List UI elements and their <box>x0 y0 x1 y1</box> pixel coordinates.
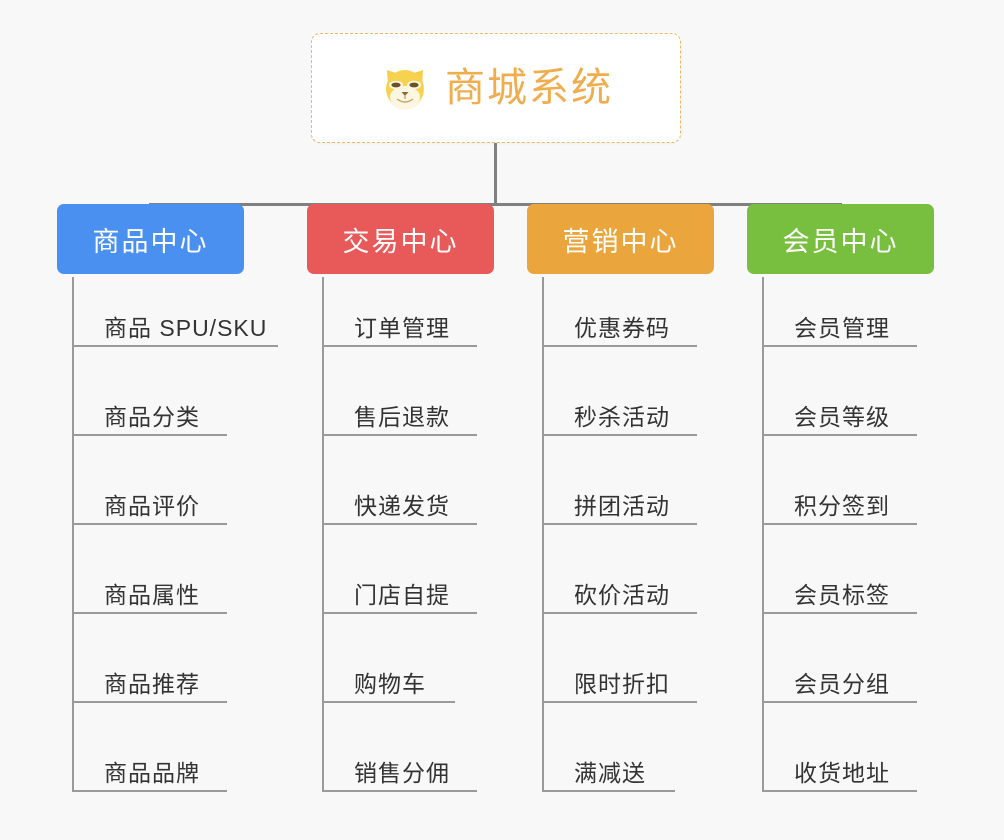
leaf-item-label: 会员管理 <box>794 314 890 341</box>
leaf-item-label: 会员标签 <box>794 581 890 608</box>
leaf-item-label: 满减送 <box>574 759 646 786</box>
root-title: 商城系统 <box>445 66 613 110</box>
leaf-item[interactable]: 限时折扣 <box>542 633 697 703</box>
category-node-label: 交易中心 <box>342 226 459 257</box>
leaf-item[interactable]: 购物车 <box>322 633 455 703</box>
leaf-item-label: 购物车 <box>354 670 426 697</box>
leaf-item-label: 秒杀活动 <box>574 403 670 430</box>
leaf-item[interactable]: 会员管理 <box>762 277 917 347</box>
leaf-item[interactable]: 门店自提 <box>322 544 477 614</box>
leaf-item-label: 门店自提 <box>354 581 450 608</box>
leaf-item-label: 商品 SPU/SKU <box>104 314 268 341</box>
leaf-item[interactable]: 积分签到 <box>762 455 917 525</box>
branch-spine <box>542 277 544 792</box>
leaf-item[interactable]: 满减送 <box>542 722 675 792</box>
category-node-label: 商品中心 <box>92 226 209 257</box>
leaf-item-label: 会员分组 <box>794 670 890 697</box>
category-node-3[interactable]: 营销中心 <box>527 204 714 274</box>
shiba-dog-face-icon <box>379 64 431 112</box>
leaf-item-label: 商品品牌 <box>104 759 200 786</box>
leaf-item[interactable]: 收货地址 <box>762 722 917 792</box>
category-node-1[interactable]: 商品中心 <box>57 204 244 274</box>
leaf-item[interactable]: 会员标签 <box>762 544 917 614</box>
leaf-item[interactable]: 会员等级 <box>762 366 917 436</box>
leaf-item-label: 拼团活动 <box>574 492 670 519</box>
connector-root-stem <box>494 143 497 205</box>
leaf-item-label: 收货地址 <box>794 759 890 786</box>
leaf-item[interactable]: 商品推荐 <box>72 633 227 703</box>
leaf-item[interactable]: 优惠券码 <box>542 277 697 347</box>
leaf-item-label: 商品属性 <box>104 581 200 608</box>
leaf-item-label: 商品分类 <box>104 403 200 430</box>
leaf-item[interactable]: 商品属性 <box>72 544 227 614</box>
leaf-item[interactable]: 砍价活动 <box>542 544 697 614</box>
root-node[interactable]: 商城系统 <box>311 33 681 143</box>
leaf-item-label: 优惠券码 <box>574 314 670 341</box>
leaf-item-label: 会员等级 <box>794 403 890 430</box>
leaf-item-label: 砍价活动 <box>574 581 670 608</box>
leaf-item-label: 快递发货 <box>354 492 450 519</box>
leaf-item[interactable]: 拼团活动 <box>542 455 697 525</box>
leaf-item[interactable]: 商品评价 <box>72 455 227 525</box>
leaf-item[interactable]: 售后退款 <box>322 366 477 436</box>
leaf-item[interactable]: 会员分组 <box>762 633 917 703</box>
leaf-item[interactable]: 销售分佣 <box>322 722 477 792</box>
leaf-item-label: 商品评价 <box>104 492 200 519</box>
branch-spine <box>762 277 764 792</box>
leaf-item[interactable]: 订单管理 <box>322 277 477 347</box>
category-node-label: 会员中心 <box>782 226 899 257</box>
leaf-item[interactable]: 快递发货 <box>322 455 477 525</box>
category-node-4[interactable]: 会员中心 <box>747 204 934 274</box>
leaf-item[interactable]: 商品分类 <box>72 366 227 436</box>
leaf-item-label: 订单管理 <box>354 314 450 341</box>
leaf-item[interactable]: 商品品牌 <box>72 722 227 792</box>
leaf-item-label: 销售分佣 <box>354 759 450 786</box>
leaf-item-label: 积分签到 <box>794 492 890 519</box>
branch-spine <box>322 277 324 792</box>
category-node-2[interactable]: 交易中心 <box>307 204 494 274</box>
leaf-item-label: 售后退款 <box>354 403 450 430</box>
branch-spine <box>72 277 74 792</box>
leaf-item-label: 商品推荐 <box>104 670 200 697</box>
leaf-item-label: 限时折扣 <box>574 670 670 697</box>
leaf-item[interactable]: 商品 SPU/SKU <box>72 277 278 347</box>
leaf-item[interactable]: 秒杀活动 <box>542 366 697 436</box>
category-node-label: 营销中心 <box>562 226 679 257</box>
connector-horizontal-bus <box>149 203 841 206</box>
